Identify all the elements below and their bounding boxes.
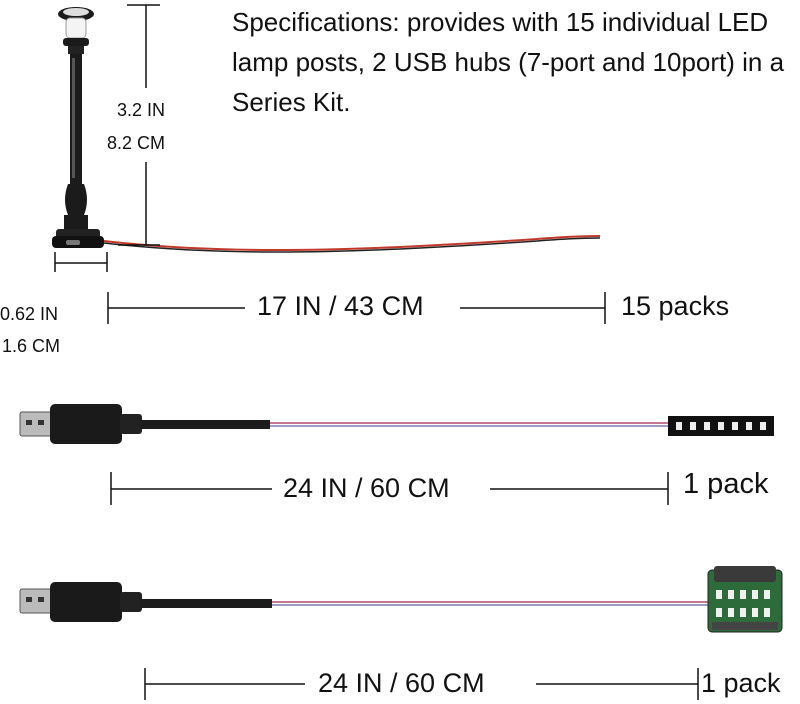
lamp-height-cm: 8.2 CM bbox=[107, 133, 166, 153]
specifications-text: Specifications: provides with 15 individ… bbox=[232, 7, 785, 117]
lamp-height-inches: 3.2 IN bbox=[117, 100, 166, 120]
lamp-cable-length: 17 IN / 43 CM bbox=[257, 291, 424, 321]
usb-10port-quantity: 1 pack bbox=[701, 668, 781, 698]
base-dimension-line bbox=[54, 252, 108, 272]
lamp-wire bbox=[103, 235, 601, 253]
lamp-base-inches: 0.62 IN bbox=[0, 304, 59, 324]
lamp-base-cm: 1.6 CM bbox=[2, 336, 61, 356]
lamp-quantity: 15 packs bbox=[621, 291, 730, 321]
usb-7port-cable-length: 24 IN / 60 CM bbox=[283, 473, 450, 503]
lamp-cable-dimension-line bbox=[107, 292, 606, 324]
usb-cable-10port bbox=[19, 566, 783, 633]
height-dimension-line bbox=[118, 4, 160, 246]
usb-10port-dimension-line bbox=[144, 668, 699, 700]
lamp-post-image bbox=[52, 7, 104, 248]
usb-10port-cable-length: 24 IN / 60 CM bbox=[318, 668, 485, 698]
usb-7port-quantity: 1 pack bbox=[683, 468, 769, 500]
usb-7port-dimension-line bbox=[110, 472, 669, 505]
usb-cable-7port bbox=[19, 404, 774, 444]
